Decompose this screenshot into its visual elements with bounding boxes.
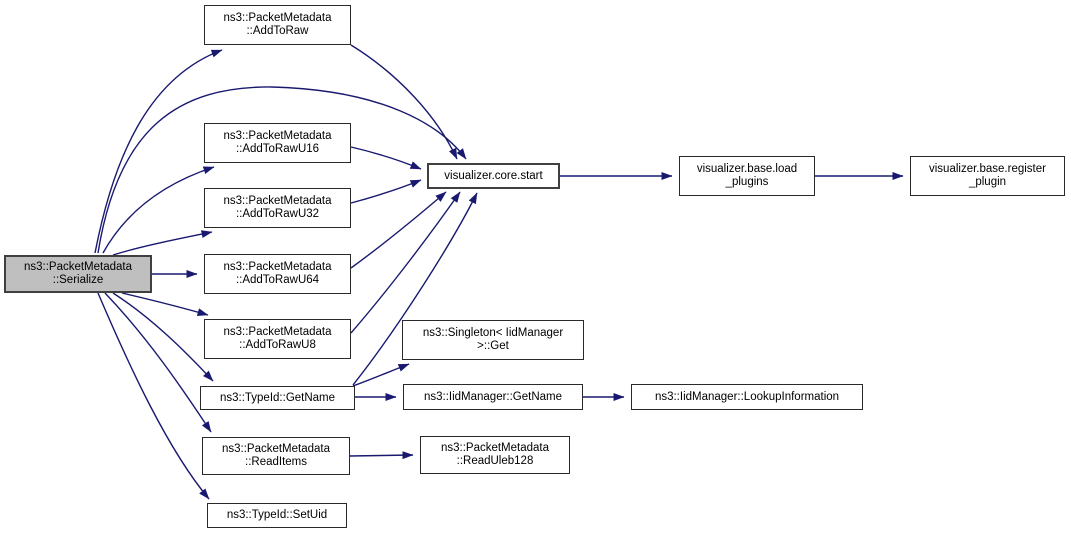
node-label-line: ::ReadItems bbox=[245, 456, 307, 468]
edge-add_to_raw-to-core_start bbox=[350, 44, 458, 160]
node-label-line: visualizer.core.start bbox=[444, 169, 543, 182]
node-add_to_raw_u16[interactable]: ns3::PacketMetadata::AddToRawU16 bbox=[204, 123, 351, 163]
node-label-line: ::AddToRawU16 bbox=[235, 143, 320, 155]
node-read_items[interactable]: ns3::PacketMetadata::ReadItems bbox=[202, 437, 350, 475]
edge-serialize-to-add_to_raw bbox=[94, 49, 223, 254]
node-label-line: visualizer.base.load bbox=[696, 163, 798, 175]
edge-serialize-to-core_start bbox=[97, 86, 467, 254]
node-label-line: ns3::PacketMetadata bbox=[440, 442, 550, 454]
node-read_uleb128[interactable]: ns3::PacketMetadata::ReadUleb128 bbox=[420, 436, 570, 474]
node-load_plugins[interactable]: visualizer.base.load_plugins bbox=[679, 156, 815, 196]
node-iid_get_name[interactable]: ns3::IidManager::GetName bbox=[403, 384, 583, 410]
edge-typeid_get_name-to-singleton_get bbox=[352, 363, 410, 387]
node-register_plugin[interactable]: visualizer.base.register_plugin bbox=[910, 156, 1065, 196]
edge-add_to_raw_u8-to-core_start bbox=[350, 191, 461, 334]
node-label-line: ::ReadUleb128 bbox=[456, 455, 534, 467]
edge-typeid_get_name-to-core_start bbox=[352, 192, 478, 386]
node-label-line: _plugins bbox=[725, 176, 769, 188]
node-typeid_get_name[interactable]: ns3::TypeId::GetName bbox=[200, 386, 355, 410]
edge-serialize-to-typeid_set_uid bbox=[97, 292, 210, 500]
edge-add_to_raw_u32-to-core_start bbox=[350, 179, 422, 204]
node-label-line: ns3::PacketMetadata bbox=[223, 326, 332, 338]
node-label-line: ns3::IidManager::LookupInformation bbox=[654, 390, 840, 403]
edge-serialize-to-add_to_raw_u32 bbox=[112, 230, 213, 256]
node-label-line: ::AddToRawU8 bbox=[239, 339, 316, 351]
node-lookup_information[interactable]: ns3::IidManager::LookupInformation bbox=[631, 384, 863, 410]
node-label-line: ns3::PacketMetadata bbox=[221, 443, 331, 455]
node-label-line: ::Serialize bbox=[52, 274, 104, 286]
node-label-line: ns3::PacketMetadata bbox=[223, 195, 332, 207]
node-label-line: ns3::Singleton< IidManager bbox=[422, 327, 564, 339]
node-label-line: _plugin bbox=[968, 176, 1007, 188]
node-add_to_raw_u64[interactable]: ns3::PacketMetadata::AddToRawU64 bbox=[204, 254, 351, 294]
node-label-line: ns3::PacketMetadata bbox=[23, 261, 133, 273]
node-add_to_raw_u32[interactable]: ns3::PacketMetadata::AddToRawU32 bbox=[204, 188, 351, 228]
node-label-line: ::AddToRaw bbox=[246, 25, 309, 37]
node-label-line: ::AddToRawU32 bbox=[235, 208, 320, 220]
edge-add_to_raw_u64-to-core_start bbox=[350, 191, 447, 269]
node-add_to_raw_u8[interactable]: ns3::PacketMetadata::AddToRawU8 bbox=[204, 319, 351, 359]
edge-serialize-to-read_items bbox=[104, 292, 212, 433]
node-label-line: visualizer.base.register bbox=[929, 163, 1046, 175]
node-typeid_set_uid[interactable]: ns3::TypeId::SetUid bbox=[207, 503, 347, 528]
node-label-line: ns3::IidManager::GetName bbox=[423, 390, 563, 403]
edge-add_to_raw_u16-to-core_start bbox=[350, 146, 422, 170]
node-label-line: ns3::TypeId::GetName bbox=[219, 391, 336, 404]
node-label-line: ns3::PacketMetadata bbox=[223, 261, 332, 273]
node-label-line: ns3::TypeId::SetUid bbox=[226, 509, 328, 521]
node-label-line: >::Get bbox=[477, 340, 509, 352]
node-singleton_get[interactable]: ns3::Singleton< IidManager>::Get bbox=[402, 320, 584, 360]
node-label-line: ns3::PacketMetadata bbox=[223, 12, 332, 24]
edge-serialize-to-add_to_raw_u16 bbox=[102, 166, 215, 254]
node-core_start[interactable]: visualizer.core.start bbox=[427, 163, 560, 189]
node-serialize: ns3::PacketMetadata::Serialize bbox=[4, 255, 152, 293]
edge-serialize-to-add_to_raw_u8 bbox=[121, 292, 209, 316]
node-label-line: ns3::PacketMetadata bbox=[223, 130, 332, 142]
node-add_to_raw[interactable]: ns3::PacketMetadata::AddToRaw bbox=[204, 5, 351, 45]
edge-read_items-to-read_uleb128 bbox=[349, 451, 414, 460]
node-label-line: ::AddToRawU64 bbox=[235, 274, 320, 286]
edge-serialize-to-typeid_get_name bbox=[112, 292, 214, 382]
